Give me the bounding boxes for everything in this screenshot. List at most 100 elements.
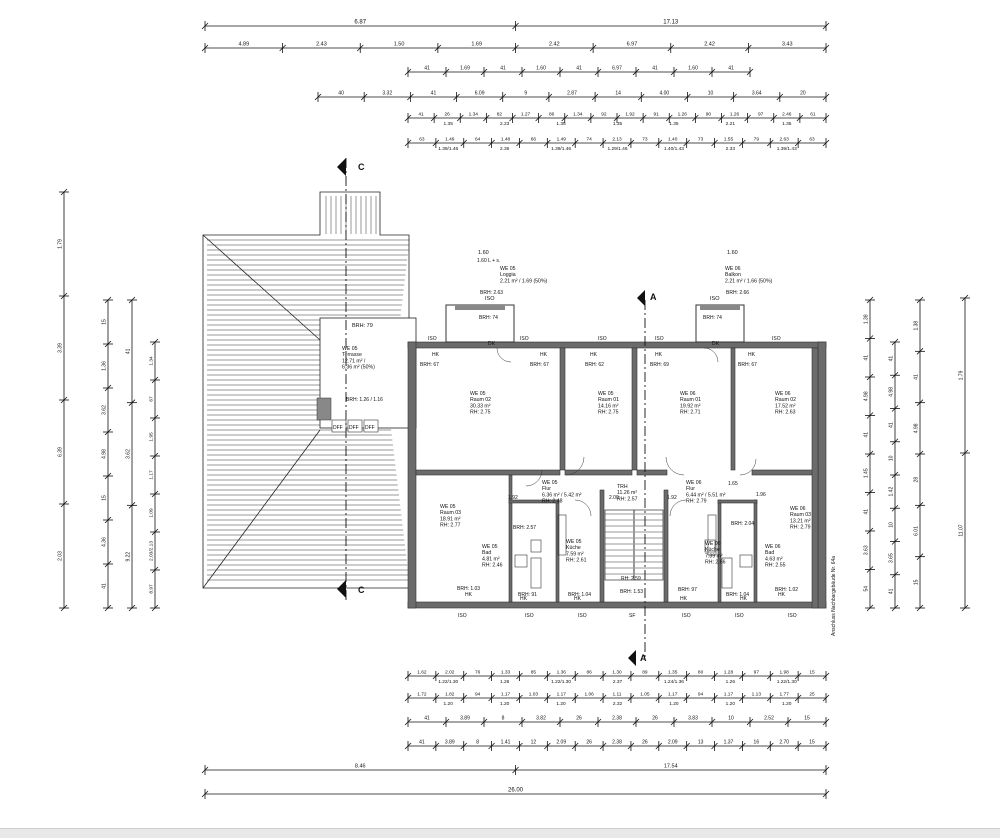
room-label-line: 14.16 m² — [598, 403, 619, 409]
dim-bottom-row-1-value: 15 — [809, 670, 815, 676]
dim-bottom-row-1-value: 1.35 — [668, 670, 678, 676]
dim-top-row-4-value: 41 — [431, 91, 437, 97]
dim-bottom-row-4-value: 2.09 — [556, 740, 566, 746]
dim-bottom-row-4-value: 26 — [642, 740, 648, 746]
dim-top-row-6-value: 1.48 — [501, 137, 511, 143]
dim-bottom-row-1-value: 85 — [531, 670, 537, 676]
dim-top-row-6-value: 64 — [475, 137, 481, 143]
dim-top-row-5-value: 90 — [706, 112, 712, 118]
room-label-line: Küche — [566, 545, 581, 551]
dim-right-col-1-value: 3.63 — [864, 545, 870, 555]
dim-top-row-6-value: 1.49 — [445, 137, 455, 143]
dim-left-col-3-value: 3.62 — [126, 449, 132, 459]
dim-bottom-overall: 26.00 — [201, 788, 830, 799]
dim-top-row-3-value: 1.69 — [460, 66, 470, 72]
room-label-line: Raum 02 — [470, 397, 491, 403]
section-a-top: A — [650, 292, 657, 302]
dim-bottom-row-2-value: 1.03 — [529, 692, 539, 698]
room-label-line: RH: 2.75 — [470, 410, 491, 416]
dim-bottom-row-1-value: 76 — [475, 670, 481, 676]
brh-263: BRH: 2.63 — [480, 290, 503, 296]
dim-bottom-row-1-value: 1.98 — [780, 670, 790, 676]
dim-left-col-1-value: 1.79 — [58, 239, 64, 249]
dim-left-col-1-value: 6.39 — [58, 447, 64, 457]
room-label-line: 4.63 m² — [765, 556, 783, 562]
hk-label-5: HK — [748, 352, 756, 358]
dim-bottom-row-1-value: 89 — [642, 670, 648, 676]
dim-bottom-row-4-value: 26 — [586, 740, 592, 746]
dim-right-col-3-value: 6.01 — [914, 526, 920, 536]
room-label-line: WE 05 — [440, 504, 456, 510]
dim-bottom-row-1-value: 1.36 — [557, 670, 567, 676]
room-label-line: Bad — [765, 550, 774, 556]
dim-bottom-row-2-value: 1.17 — [501, 692, 511, 698]
dim-top-row-6-value: 1.55 — [724, 137, 734, 143]
iso-label-2: ISO — [710, 296, 720, 302]
dim-top-row-5-value: 1.34 — [469, 112, 479, 118]
brh-153: BRH: 1.53 — [620, 589, 643, 595]
dim-top-row-5-value: 86 — [549, 112, 555, 118]
room-label-line: WE 06 — [765, 544, 781, 550]
brh-103: BRH: 1.03 — [457, 586, 480, 592]
dim-top-row-2-value: 2.43 — [316, 42, 327, 48]
section-axes: C C A A — [337, 158, 657, 666]
dim-top-row-5-value: 91 — [654, 112, 660, 118]
dim-left-col-1: 1.793.396.392.03 — [58, 188, 69, 612]
dim-top-row-6-value: 74 — [586, 137, 592, 143]
dim-bottom-row-3-value: 41 — [424, 716, 430, 722]
dim-top-row-5-value: 1.26 — [730, 112, 740, 118]
dim-right-col-1-value: 54 — [864, 586, 870, 592]
room-label-line: Flur — [686, 486, 695, 492]
dim-top-row-2-value: 2.42 — [704, 42, 715, 48]
dim-left-col-2-value: 41 — [102, 583, 108, 589]
dim-top-row-4-value: 40 — [338, 91, 344, 97]
iso-label-10: ISO — [578, 613, 587, 619]
room-label-line: WE 05 — [542, 480, 558, 486]
dim-bottom-row-4-value: 2.38 — [612, 740, 622, 746]
brh-79: BRH: 79 — [352, 323, 373, 329]
dim-top-row-2-value: 3.43 — [782, 42, 793, 48]
dim-top-row-5-value: 1.27 — [521, 112, 531, 118]
section-a-bottom: A — [640, 653, 647, 663]
dim-top-row-5-value: 82 — [497, 112, 503, 118]
dim-bottom-row-3-value: 3.82 — [536, 716, 546, 722]
room-label-line: 19.92 m² — [680, 403, 701, 409]
dim-bottom-row-5-value: 17.54 — [664, 764, 678, 770]
dim-top-row-4-value: 3.32 — [382, 91, 392, 97]
dim-top-row-4-value: 3.64 — [752, 91, 762, 97]
dim-right-col-1-value: 41 — [864, 509, 870, 515]
dff-label-1: DFF — [333, 425, 343, 431]
dim-bottom-row-1-value: 1.62 — [417, 670, 427, 676]
room-label-line: RH: 2.66 — [705, 560, 726, 566]
dim-top-row-6-sub-value: 1.39/1.46 — [551, 146, 571, 152]
room-label-line: 12.71 m² / — [342, 358, 366, 364]
iso-label-7: ISO — [772, 336, 781, 342]
dim-196: 1.96 — [756, 492, 766, 498]
room-label-line: RH: 2.57 — [617, 496, 638, 502]
dim-top-row-3-value: 41 — [728, 66, 734, 72]
dim-left-col-1-value: 3.39 — [58, 343, 64, 353]
hk-label-7: HK — [520, 596, 528, 602]
room-label-line: WE 05 — [500, 266, 516, 272]
rh-259: RH: 2.59 — [621, 576, 641, 582]
dim-bottom-row-1-value: 97 — [754, 670, 760, 676]
dim-bottom-row-1-value: 1.30 — [612, 670, 622, 676]
iso-label-6: ISO — [655, 336, 664, 342]
footer-bar — [0, 828, 1000, 838]
brh-62: BRH: 62 — [585, 362, 604, 368]
dim-bottom-row-2-sub-value: 1.20 — [669, 701, 679, 707]
brh-74-a: BRH: 74 — [479, 315, 498, 321]
dim-right-col-3-value: 15 — [914, 579, 920, 585]
dim-right-col-2-value: 41 — [889, 588, 895, 594]
